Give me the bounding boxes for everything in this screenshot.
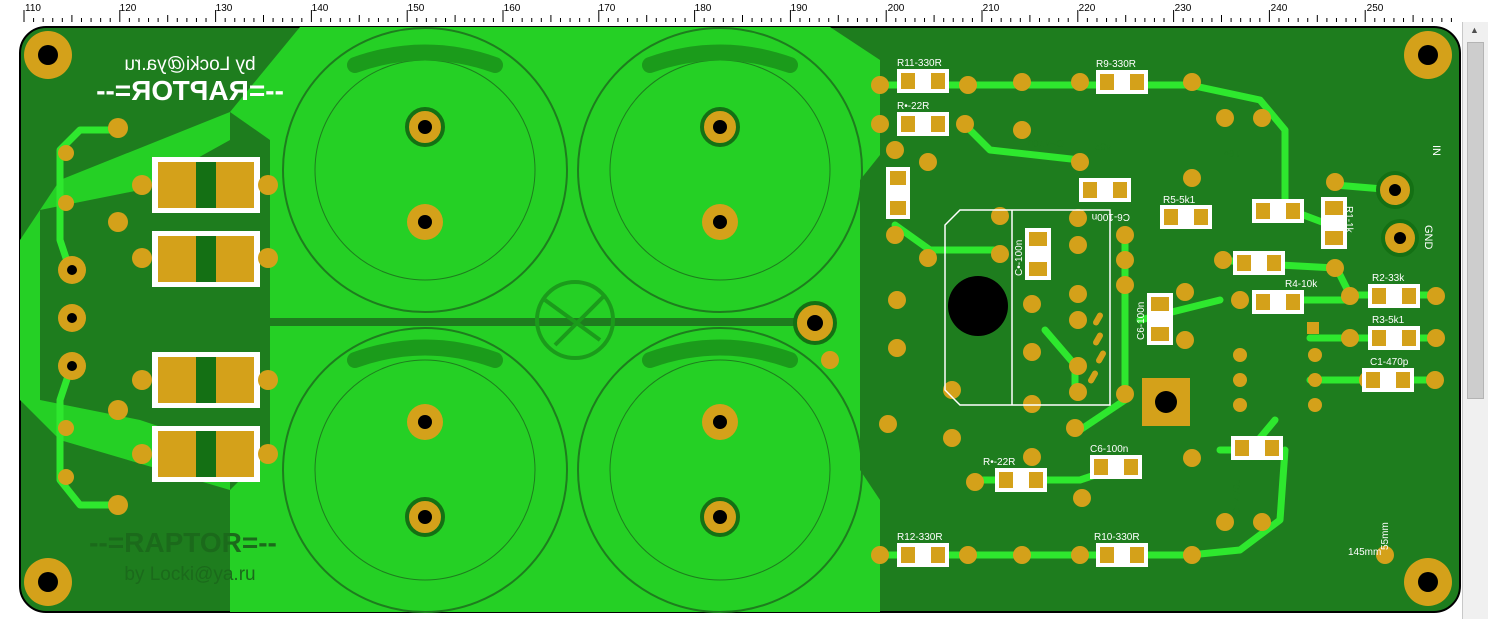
label-r5: R5-5k1	[1163, 195, 1196, 206]
label-gnd: GND	[1422, 225, 1434, 250]
label-r2: R2-33k	[1372, 273, 1405, 284]
label-c-470-right: C•-470u	[1232, 479, 1243, 515]
label-r4: R4-10k	[1285, 279, 1318, 290]
label-r9: R9-330R	[1096, 59, 1136, 70]
label-dim-height: 55mm	[1380, 522, 1391, 550]
title-top: --=RAPTOR=--	[96, 75, 284, 106]
label-c-16v: 16v	[1224, 147, 1240, 158]
vertical-scrollbar[interactable]: ▲	[1462, 22, 1488, 619]
label-r1: R1-1k	[1343, 206, 1354, 234]
label-c-100-left: C•-100n	[1014, 240, 1025, 276]
label-c6-bottom: C6-100n	[1090, 444, 1128, 455]
label-c1: C1-470p	[1370, 357, 1409, 368]
scroll-up-icon[interactable]: ▲	[1470, 25, 1479, 35]
label-in: IN	[1430, 145, 1442, 156]
label-r10: R10-330R	[1094, 532, 1140, 543]
label-r11: R11-330R	[897, 58, 942, 69]
horizontal-ruler[interactable]: 110 120 130 140 150 160 170 180 190 200 …	[0, 0, 1462, 23]
author-bottom: by Locki@ya.ru	[124, 564, 255, 585]
label-r-bottom: R•-22R	[983, 457, 1015, 468]
label-r12: R12-330R	[897, 532, 943, 543]
scrollbar-thumb[interactable]	[1467, 42, 1484, 399]
label-c6-mid: C6-100n	[1136, 302, 1147, 340]
label-c-470-top: C•-470u	[1028, 137, 1064, 148]
pour-split	[235, 318, 795, 326]
label-c6-top: C6-100n	[1092, 211, 1130, 222]
label-r3: R3-5k1	[1372, 315, 1405, 326]
ruler-ticks	[0, 0, 1462, 22]
label-dim-width: 145mm	[1348, 547, 1381, 558]
heatsink-hole	[948, 276, 1008, 336]
label-r-top: R•-22R	[897, 101, 929, 112]
pcb-layout: R11-330R R9-330R R•-22R R5-5k1 R4-10k R2…	[0, 22, 1462, 619]
title-bottom: --=RAPTOR=--	[89, 527, 277, 558]
author-top: by Locki@ya.ru	[124, 54, 255, 75]
label-c-50v-top: 50v	[1095, 142, 1111, 153]
pcb-canvas[interactable]: R11-330R R9-330R R•-22R R5-5k1 R4-10k R2…	[0, 22, 1462, 619]
